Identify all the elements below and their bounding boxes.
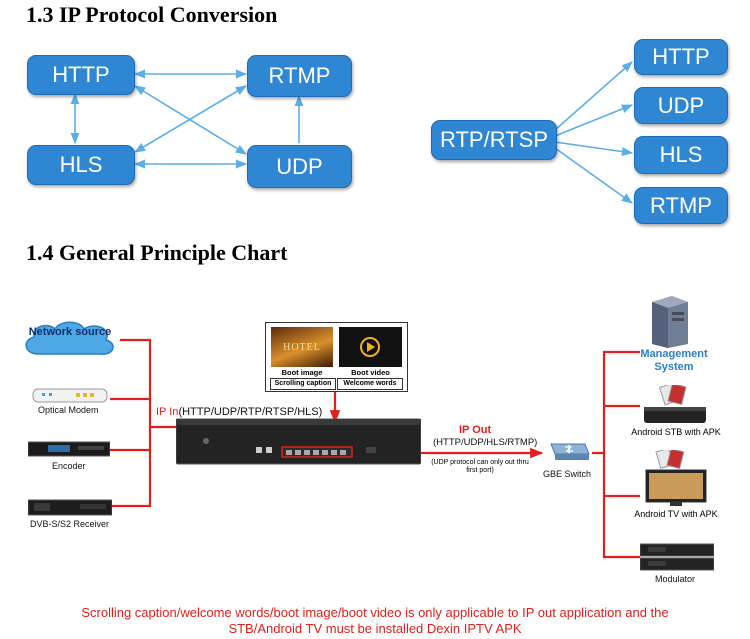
play-icon — [360, 337, 380, 357]
dvb-receiver-icon — [28, 499, 112, 516]
ip-in-protocols: (HTTP/UDP/RTP/RTSP/HLS) — [178, 406, 323, 418]
ip-in-label: IP In(HTTP/UDP/RTP/RTSP/HLS) — [156, 406, 322, 418]
arrow-rtsp-http — [554, 61, 633, 131]
ip-out-note: (UDP protocol can only out thru first po… — [431, 459, 529, 474]
scrolling-caption-label: Scrolling caption — [270, 378, 336, 390]
arrow-rtsp-udp — [554, 104, 634, 137]
network-source-label: Network source — [28, 326, 112, 338]
management-server-icon — [652, 296, 688, 348]
boot-video-thumbnail — [339, 327, 402, 367]
android-tv-label: Android TV with APK — [634, 509, 718, 519]
input-bus-line — [110, 338, 152, 508]
hotel-text: HOTEL — [283, 342, 321, 353]
protocol-box-rtmp-target: RTMP — [634, 187, 728, 224]
protocol-box-rtp-rtsp: RTP/RTSP — [431, 120, 557, 160]
arrow-rtsp-rtmp — [554, 147, 633, 204]
android-stb-icon — [644, 385, 706, 423]
iptv-gateway-device — [176, 418, 421, 465]
arrow-hls-rtmp — [134, 85, 247, 153]
android-stb-label: Android STB with APK — [631, 427, 721, 437]
protocol-box-http-target: HTTP — [634, 39, 728, 75]
dvb-receiver-label: DVB-S/S2 Receiver — [30, 519, 110, 529]
android-tv-icon — [645, 450, 707, 506]
section-title-general-principle-chart: 1.4 General Principle Chart — [26, 240, 288, 265]
ip-out-protocols: (HTTP/UDP/HLS/RTMP) — [433, 437, 538, 448]
protocol-box-rtmp: RTMP — [247, 55, 352, 97]
modulator-label: Modulator — [655, 574, 696, 584]
protocol-box-udp-target: UDP — [634, 87, 728, 124]
protocol-box-hls: HLS — [27, 145, 135, 185]
gbe-switch-label: GBE Switch — [543, 469, 592, 479]
protocol-box-udp: UDP — [247, 145, 352, 188]
network-cloud-icon — [25, 321, 114, 355]
boot-panel: HOTEL Boot image Boot video Scrolling ca… — [265, 322, 408, 392]
protocol-box-hls-target: HLS — [634, 136, 728, 174]
output-bus-line — [602, 350, 640, 559]
ip-in-title: IP In — [156, 406, 179, 418]
welcome-words-label: Welcome words — [337, 378, 403, 390]
optical-modem-label: Optical Modem — [38, 405, 99, 415]
gbe-switch-icon — [550, 443, 590, 460]
boot-video-label: Boot video — [351, 368, 390, 377]
modulator-icon — [640, 543, 714, 571]
optical-modem-icon — [32, 388, 108, 403]
footnote-line-2: STB/Android TV must be installed Dexin I… — [228, 621, 522, 636]
protocol-box-http: HTTP — [27, 55, 135, 95]
footnote-line-1: Scrolling caption/welcome words/boot ima… — [81, 605, 669, 620]
encoder-icon — [28, 441, 110, 457]
encoder-label: Encoder — [52, 461, 86, 471]
arrow-rtsp-hls — [554, 141, 634, 157]
protocol-arrows — [70, 61, 634, 204]
management-system-label: Management System — [640, 348, 708, 373]
boot-image-label: Boot image — [281, 368, 323, 377]
ip-out-title: IP Out — [459, 424, 492, 436]
section-title-ip-protocol-conversion: 1.3 IP Protocol Conversion — [26, 2, 278, 27]
boot-image-thumbnail: HOTEL — [271, 327, 333, 367]
